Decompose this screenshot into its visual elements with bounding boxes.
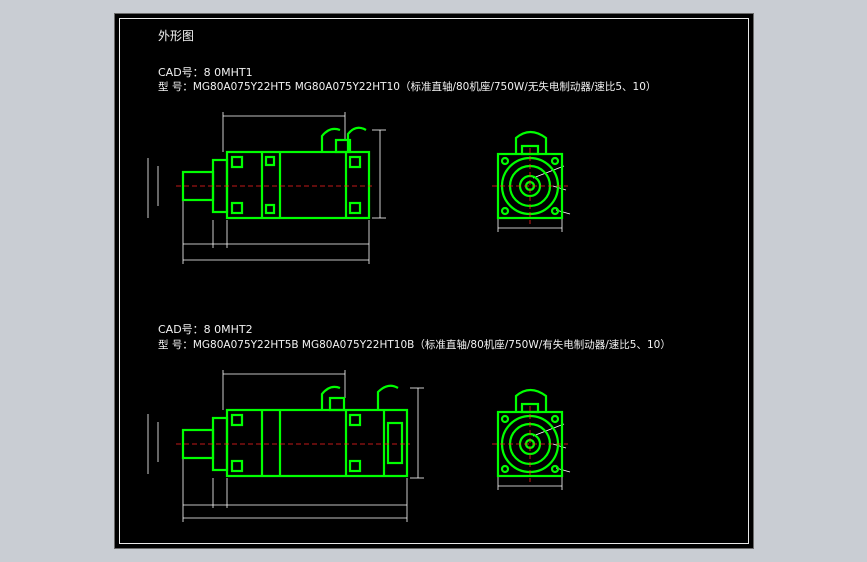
section2-cad-label: CAD号：8 0MHT2 [158,323,253,336]
section1-model-label: 型 号：MG80A075Y22HT5 MG80A075Y22HT10（标准直轴/… [158,81,657,93]
drawing-sheet [114,13,754,549]
section2-model-label: 型 号：MG80A075Y22HT5B MG80A075Y22HT10B（标准直… [158,339,671,351]
section1-cad-label: CAD号：8 0MHT1 [158,66,253,79]
section1-body [181,126,371,220]
drawing-title: 外形图 [158,29,195,43]
section1-dimension-lines [147,112,386,264]
drawing-border [119,18,749,544]
